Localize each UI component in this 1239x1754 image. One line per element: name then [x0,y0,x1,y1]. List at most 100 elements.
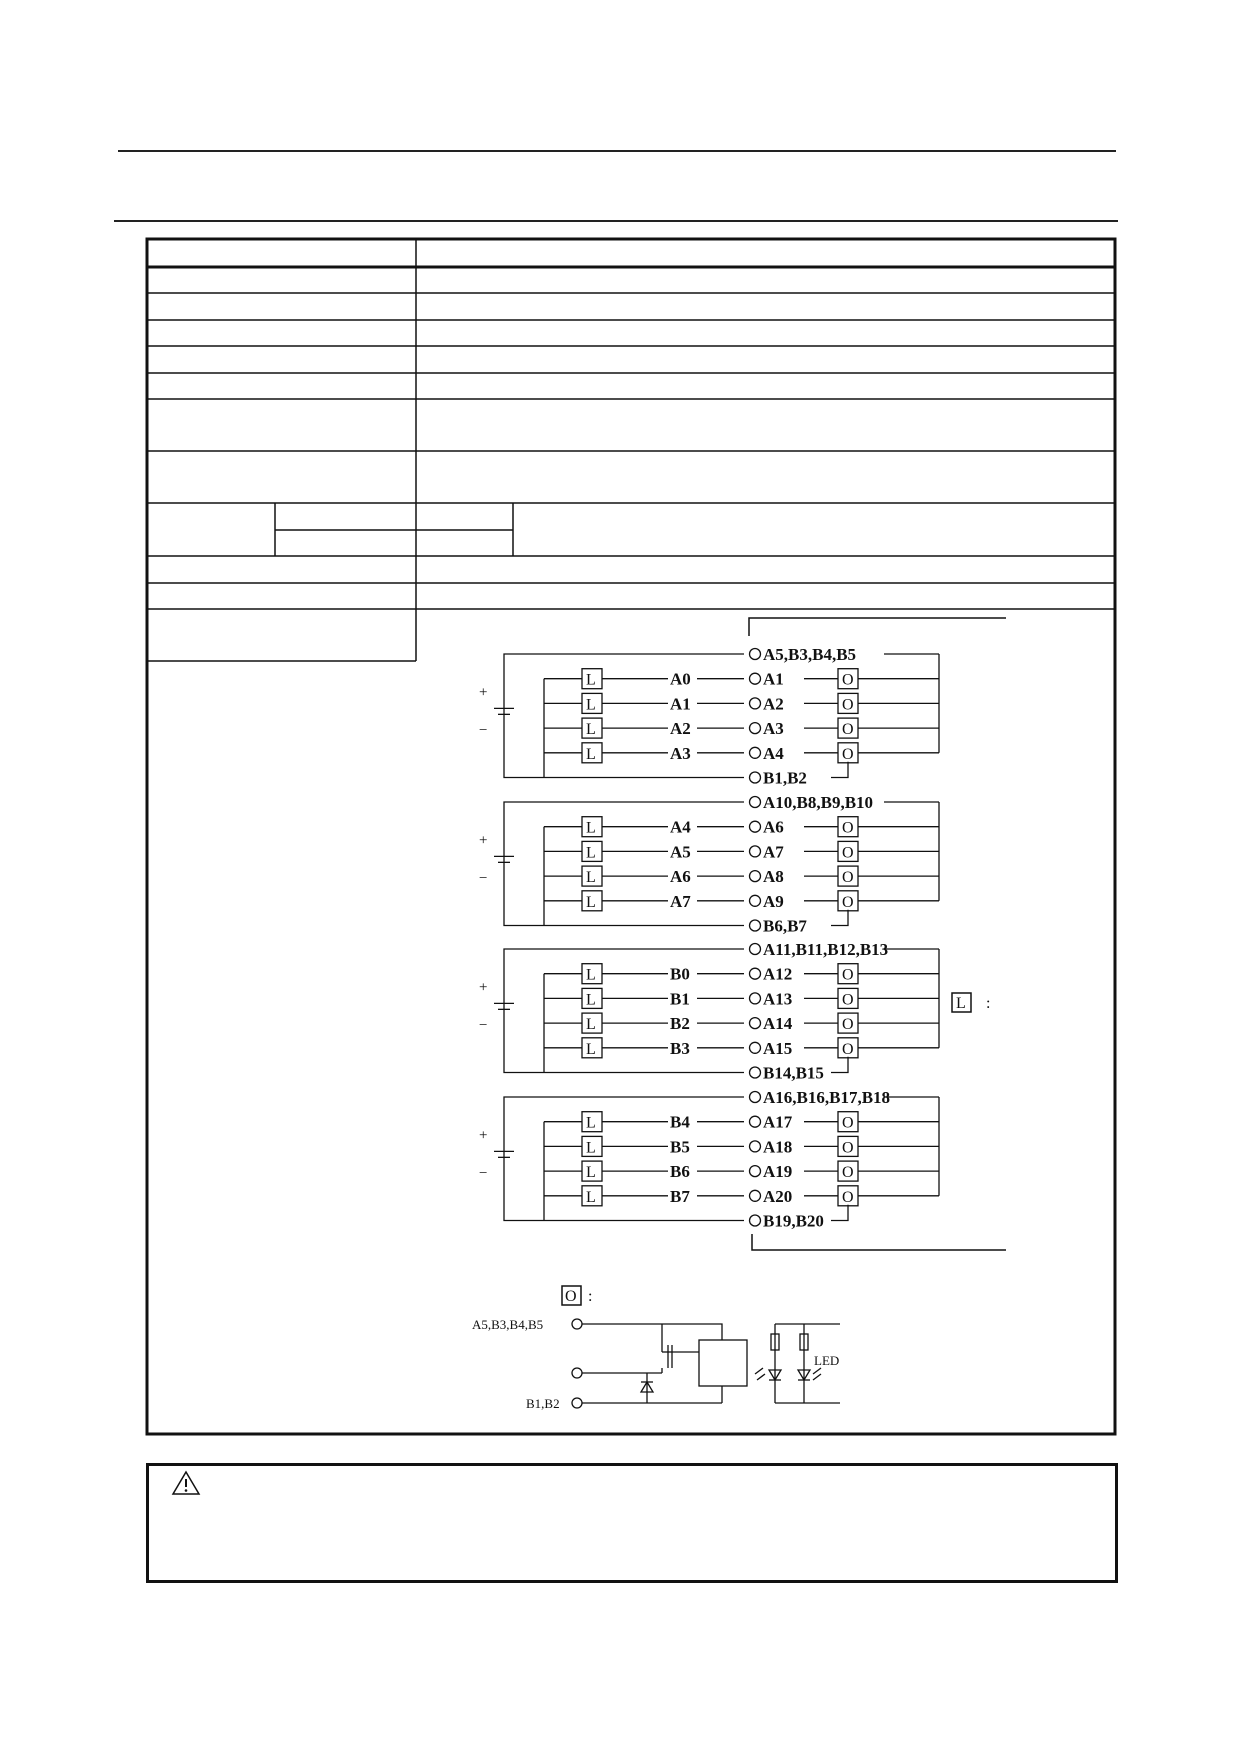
pin-label: A8 [763,867,784,886]
output-box: O [842,820,854,837]
warning-triangle-icon [171,1470,201,1495]
pin-label: A4 [763,744,784,763]
signal-label: B5 [670,1137,690,1156]
output-box: O [842,869,854,886]
load-box: L [586,1139,596,1156]
output-box: O [842,1041,854,1058]
header-rule-top [118,150,1116,152]
load-legend: L : [951,992,990,1013]
output-box: O [842,1189,854,1206]
pin-label: A1 [763,670,784,689]
pin-label: A18 [763,1137,792,1156]
signal-label: B1 [670,989,690,1008]
pin-label: A6 [763,818,784,837]
signal-label: A1 [670,694,691,713]
output-box: O [842,844,854,861]
output-legend: O : [561,1285,592,1306]
common-top-label: A11,B11,B12,B13 [763,940,888,959]
circuit-bottom-terminal: B1,B2 [526,1396,560,1411]
signal-label: B3 [670,1039,690,1058]
load-box: L [586,1041,596,1058]
load-box: L [586,696,596,713]
load-box: L [586,672,596,689]
output-equivalent-circuit [571,1318,840,1409]
output-box: O [842,894,854,911]
battery-minus: − [479,870,487,886]
signal-label: A5 [670,842,691,861]
pin-label: A3 [763,719,784,738]
pin-label: A19 [763,1162,792,1181]
load-box: L [586,1115,596,1132]
output-box: O [842,1016,854,1033]
output-legend-symbol: O [565,1288,577,1305]
output-box: O [842,1115,854,1132]
common-bottom-label: B14,B15 [763,1064,824,1083]
signal-label: B0 [670,965,690,984]
circuit-top-terminal: A5,B3,B4,B5 [472,1317,543,1332]
signal-label: A3 [670,744,691,763]
signal-label: B6 [670,1162,690,1181]
signal-label: A7 [670,892,691,911]
common-top-label: A10,B8,B9,B10 [763,793,873,812]
signal-label: A4 [670,818,691,837]
output-box: O [842,746,854,763]
load-box: L [586,1189,596,1206]
battery-plus: + [479,832,487,848]
pin-label: A20 [763,1187,792,1206]
output-box: O [842,1139,854,1156]
load-box: L [586,721,596,738]
load-box: L [586,894,596,911]
load-legend-colon: : [986,995,990,1012]
load-box: L [586,844,596,861]
battery-minus: − [479,1017,487,1033]
pin-label: A2 [763,694,784,713]
output-box: O [842,672,854,689]
battery-minus: − [479,1165,487,1181]
output-box: O [842,967,854,984]
pin-label: A13 [763,989,792,1008]
output-box: O [842,991,854,1008]
signal-label: A6 [670,867,691,886]
common-bottom-label: B6,B7 [763,917,807,936]
load-box: L [586,746,596,763]
common-bottom-label: B19,B20 [763,1212,824,1231]
load-box: L [586,820,596,837]
pin-label: A17 [763,1113,793,1132]
signal-label: B4 [670,1113,690,1132]
battery-plus: + [479,1127,487,1143]
battery-minus: − [479,722,487,738]
pin-label: A15 [763,1039,792,1058]
common-bottom-label: B1,B2 [763,769,807,788]
common-top-label: A16,B16,B17,B18 [763,1088,890,1107]
common-top-label: A5,B3,B4,B5 [763,645,856,664]
pin-label: A14 [763,1014,793,1033]
battery-plus: + [479,979,487,995]
header-rule-bottom [114,220,1118,222]
load-box: L [586,869,596,886]
load-box: L [586,991,596,1008]
caution-box [146,1463,1118,1583]
load-legend-symbol: L [956,995,966,1012]
battery-plus: + [479,684,487,700]
pin-label: A9 [763,892,784,911]
load-box: L [586,1016,596,1033]
output-legend-colon: : [588,1288,592,1305]
output-box: O [842,1164,854,1181]
output-box: O [842,721,854,738]
output-box: O [842,696,854,713]
signal-label: B2 [670,1014,690,1033]
signal-label: B7 [670,1187,690,1206]
pin-label: A12 [763,965,792,984]
circuit-led-label: LED [814,1353,839,1368]
pin-label: A7 [763,842,784,861]
signal-label: A0 [670,670,691,689]
load-box: L [586,1164,596,1181]
load-box: L [586,967,596,984]
signal-label: A2 [670,719,691,738]
